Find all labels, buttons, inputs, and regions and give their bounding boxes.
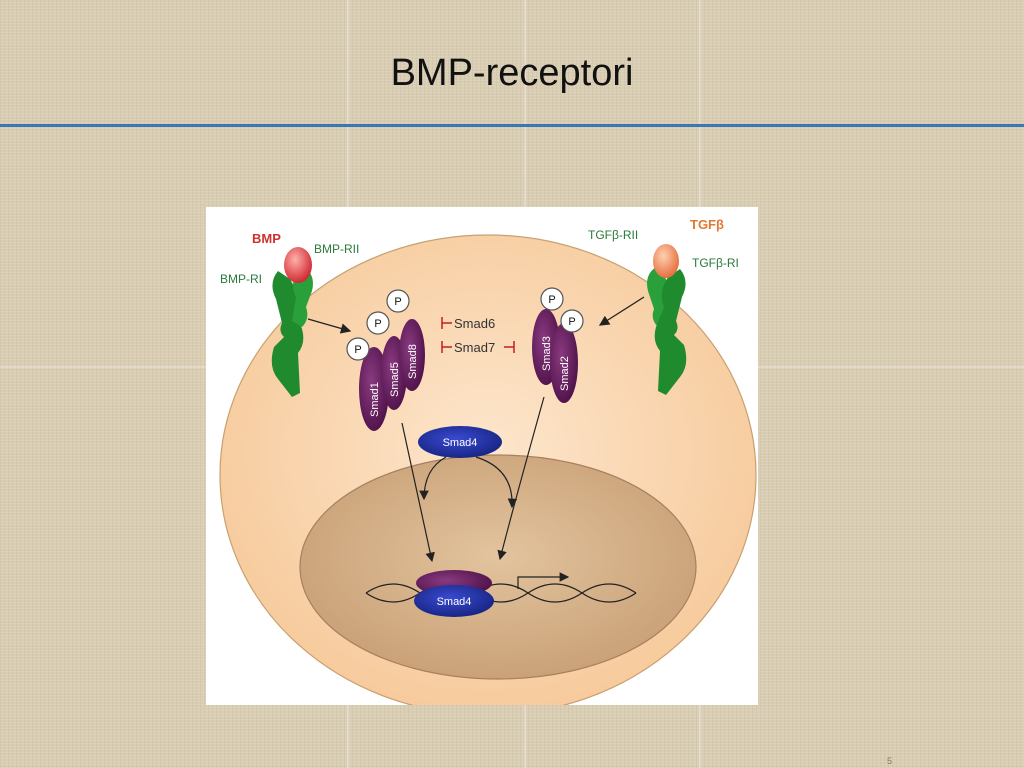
smad4-nucleus-label: Smad4	[437, 596, 472, 608]
bmp-receptor-complex	[271, 247, 313, 397]
tgfb-rii-label: TGFβ-RII	[588, 228, 638, 242]
page-number: 5	[886, 756, 892, 766]
phospho-circle	[540, 287, 564, 311]
smad8-protein	[399, 319, 425, 391]
smad8-label: Smad8	[407, 344, 419, 379]
phospho-circle	[386, 289, 410, 313]
inhibitory-smads: Smad6 Smad7	[441, 316, 515, 355]
transcription-arrow	[517, 572, 570, 589]
bmp-rii-label: BMP-RII	[314, 242, 359, 256]
tgfb-label: TGFβ	[690, 217, 724, 232]
tgfb-ri-receptor	[654, 269, 687, 395]
smad3-label: Smad3	[541, 336, 553, 371]
tgfb-activation-arrow	[598, 296, 645, 326]
tgfb-ligand	[653, 244, 679, 278]
smad4-to-bmp-arrow	[419, 456, 447, 501]
dna-strand	[365, 583, 637, 603]
phospho-label: P	[354, 344, 361, 356]
smad4-cytoplasm-label: Smad4	[443, 437, 478, 449]
smad4-to-tgfb-arrow	[475, 456, 518, 509]
slide-title: BMP-receptori	[390, 52, 634, 94]
smad7-label: Smad7	[454, 340, 495, 355]
phospho-label: P	[568, 316, 575, 328]
smad5-label: Smad5	[389, 362, 401, 397]
title-divider	[0, 124, 1024, 127]
bmp-label: BMP	[252, 231, 281, 246]
bmp-r-smad-complex: Smad1 Smad5 Smad8 P P P	[346, 289, 425, 431]
nucleus	[299, 454, 697, 680]
bmp-ri-label: BMP-RI	[220, 272, 262, 286]
smad2-label: Smad2	[559, 356, 571, 391]
bmp-activation-arrow	[307, 318, 352, 334]
bmp-signaling-diagram: BMP BMP-RII BMP-RI TGFβ TGFβ-RII TGFβ-RI…	[206, 207, 758, 705]
diagram-svg: BMP BMP-RII BMP-RI TGFβ TGFβ-RII TGFβ-RI…	[219, 217, 757, 705]
phospho-circle	[560, 309, 584, 333]
phospho-label: P	[548, 294, 555, 306]
phospho-circle	[366, 311, 390, 335]
bmp-ligand	[284, 247, 312, 283]
tgfb-ri-label: TGFβ-RI	[692, 256, 739, 270]
tgfb-smad-nuclear-arrow	[497, 396, 545, 561]
smad6-label: Smad6	[454, 316, 495, 331]
smad4-cytoplasm	[418, 426, 502, 458]
phospho-circle	[346, 337, 370, 361]
smad1-label: Smad1	[369, 382, 381, 417]
bmp-smad-nuclear-arrow	[401, 422, 435, 563]
smad4-nucleus	[414, 585, 494, 617]
phospho-label: P	[374, 318, 381, 330]
dna-strand	[365, 583, 637, 603]
tgfb-receptor-complex	[647, 244, 687, 395]
tgfb-r-smad-complex: Smad3 Smad2 P P	[532, 287, 584, 403]
smad2-protein	[550, 323, 578, 403]
phospho-label: P	[394, 296, 401, 308]
